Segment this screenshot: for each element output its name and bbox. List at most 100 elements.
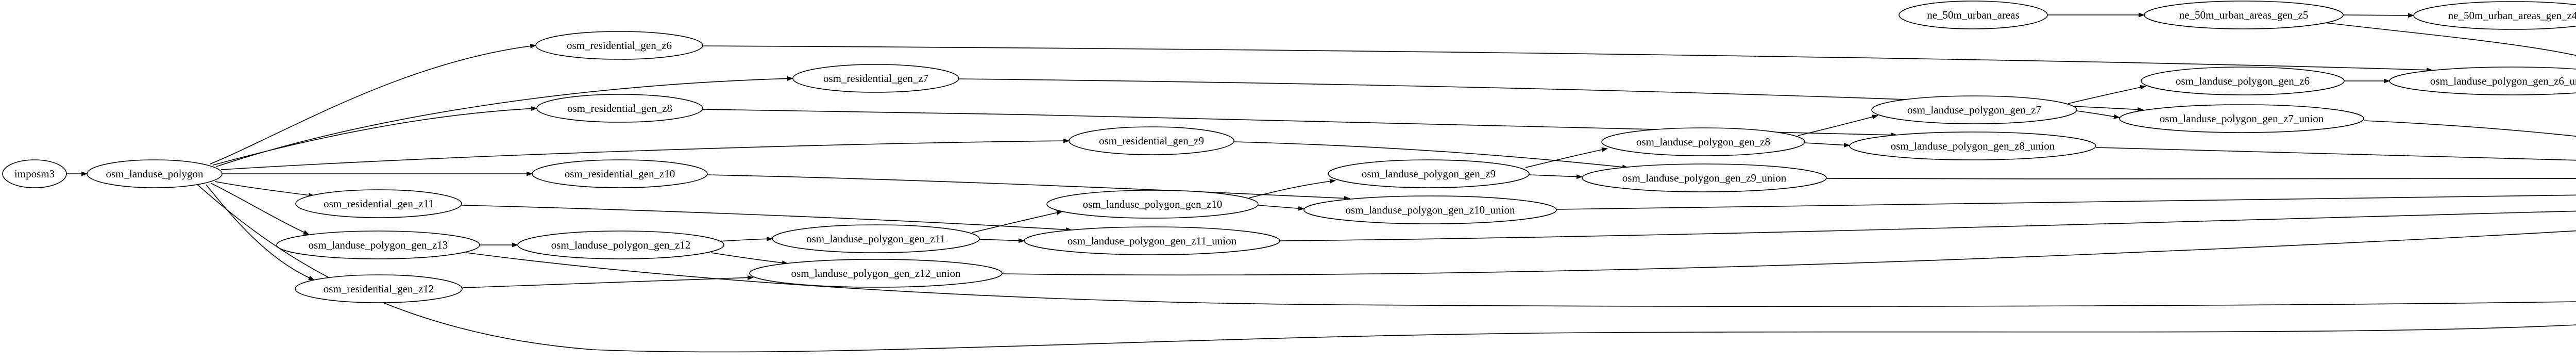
edge-osm_landuse_polygon_gen_z7-osm_landuse_polygon_gen_z7_union [2076, 110, 2120, 119]
edge-osm_landuse_polygon-osm_residential_gen_z6 [210, 43, 536, 164]
node-label-ne_50m_urban_areas_gen_z4: ne_50m_urban_areas_gen_z4 [2448, 9, 2576, 22]
node-label-osm_residential_gen_z8: osm_residential_gen_z8 [567, 102, 672, 114]
node-label-osm_landuse_polygon_gen_z9: osm_landuse_polygon_gen_z9 [1362, 168, 1496, 180]
node-shape-osm_landuse_polygon_gen_z7 [1871, 95, 2077, 124]
node-label-osm_landuse_polygon: osm_landuse_polygon [106, 168, 204, 180]
node-shape-osm_residential_gen_z11 [295, 189, 462, 218]
node-shape-osm_landuse_polygon [87, 159, 223, 188]
node-osm_landuse_polygon_gen_z9_union: osm_landuse_polygon_gen_z9_union [1582, 163, 1827, 192]
node-label-osm_residential_gen_z7: osm_residential_gen_z7 [823, 72, 928, 85]
edge-osm_landuse_polygon-osm_residential_gen_z9 [221, 138, 1070, 170]
node-shape-osm_residential_gen_z9 [1069, 126, 1234, 155]
node-shape-osm_residential_gen_z12 [295, 274, 463, 303]
node-label-osm_residential_gen_z9: osm_residential_gen_z9 [1099, 135, 1204, 147]
node-osm_residential_gen_z9: osm_residential_gen_z9 [1069, 126, 1234, 155]
edge-osm_landuse_polygon_gen_z12-osm_landuse_polygon_gen_z11 [717, 236, 773, 242]
node-label-osm_landuse_polygon_gen_z7_union: osm_landuse_polygon_gen_z7_union [2160, 112, 2324, 125]
node-shape-osm_residential_gen_z10 [532, 159, 708, 188]
node-label-osm_landuse_polygon_gen_z13: osm_landuse_polygon_gen_z13 [309, 239, 448, 251]
node-label-osm_landuse_polygon_gen_z12: osm_landuse_polygon_gen_z12 [551, 239, 691, 251]
node-label-osm_residential_gen_z11: osm_residential_gen_z11 [324, 198, 434, 210]
edge-osm_residential_gen_z9-osm_landuse_polygon_gen_z9_union [1233, 141, 1629, 170]
node-label-osm_landuse_polygon_gen_z11_union: osm_landuse_polygon_gen_z11_union [1067, 235, 1237, 247]
edge-osm_landuse_polygon-osm_landuse_polygon_gen_z13 [210, 183, 310, 235]
node-osm_landuse_polygon_gen_z7_union: osm_landuse_polygon_gen_z7_union [2119, 104, 2364, 133]
edge-osm_landuse_polygon_gen_z10-osm_landuse_polygon_gen_z9 [1248, 179, 1336, 199]
node-osm_landuse_polygon_gen_z6_union: osm_landuse_polygon_gen_z6_union [2389, 67, 2576, 95]
edge-osm_landuse_polygon_gen_z7_union-layer_landuse-z7 [2363, 120, 2576, 137]
node-osm_landuse_polygon_gen_z12_union: osm_landuse_polygon_gen_z12_union [749, 259, 1003, 288]
node-shape-ne_50m_urban_areas_gen_z4 [2413, 1, 2576, 30]
node-shape-imposm3 [2, 159, 67, 188]
node-shape-osm_landuse_polygon_gen_z12_union [749, 259, 1003, 288]
node-shape-osm_residential_gen_z6 [535, 31, 703, 60]
node-label-osm_residential_gen_z10: osm_residential_gen_z10 [565, 168, 675, 180]
node-shape-osm_landuse_polygon_gen_z13 [276, 231, 480, 259]
edge-osm_landuse_polygon-osm_residential_gen_z8 [213, 106, 537, 166]
edge-osm_landuse_polygon_gen_z10-osm_landuse_polygon_gen_z10_union [1258, 205, 1304, 211]
node-shape-osm_landuse_polygon_gen_z6_union [2389, 67, 2576, 95]
node-shape-ne_50m_urban_areas [1899, 1, 2048, 29]
node-shape-osm_residential_gen_z7 [792, 64, 959, 93]
node-ne_50m_urban_areas_gen_z5: ne_50m_urban_areas_gen_z5 [2144, 1, 2344, 29]
edge-osm_landuse_polygon-osm_residential_gen_z12 [206, 184, 315, 281]
node-shape-osm_landuse_polygon_gen_z7_union [2119, 104, 2364, 133]
node-shape-osm_landuse_polygon_gen_z11_union [1024, 226, 1280, 255]
edge-osm_landuse_polygon_gen_z7-osm_landuse_polygon_gen_z6 [2067, 85, 2146, 104]
node-osm_residential_gen_z10: osm_residential_gen_z10 [532, 159, 708, 188]
node-osm_landuse_polygon_gen_z7: osm_landuse_polygon_gen_z7 [1871, 95, 2077, 124]
node-shape-osm_landuse_polygon_gen_z9_union [1582, 163, 1827, 192]
node-ne_50m_urban_areas: ne_50m_urban_areas [1899, 1, 2048, 29]
node-osm_landuse_polygon_gen_z8: osm_landuse_polygon_gen_z8 [1601, 127, 1805, 156]
node-label-osm_residential_gen_z6: osm_residential_gen_z6 [567, 39, 672, 52]
edge-osm_landuse_polygon_gen_z9-osm_landuse_polygon_gen_z9_union [1529, 174, 1583, 179]
node-osm_landuse_polygon_gen_z6: osm_landuse_polygon_gen_z6 [2141, 67, 2345, 95]
edge-osm_landuse_polygon-osm_residential_gen_z11 [214, 181, 315, 198]
nodes-layer: imposm3 osm_landuse_polygon osm_residentia… [2, 1, 2576, 303]
edge-ne_50m_urban_areas_gen_z5-layer_landuse-z5 [2324, 22, 2576, 56]
node-label-osm_landuse_polygon_gen_z7: osm_landuse_polygon_gen_z7 [1907, 104, 2041, 116]
node-shape-osm_landuse_polygon_gen_z10_union [1303, 195, 1557, 224]
edge-osm_residential_gen_z10-osm_landuse_polygon_gen_z10_union [707, 174, 1350, 201]
node-label-osm_landuse_polygon_gen_z10: osm_landuse_polygon_gen_z10 [1083, 198, 1223, 210]
node-osm_landuse_polygon_gen_z12: osm_landuse_polygon_gen_z12 [517, 231, 724, 259]
node-osm_residential_gen_z8: osm_residential_gen_z8 [536, 94, 703, 123]
node-shape-osm_landuse_polygon_gen_z11 [772, 224, 980, 253]
node-label-osm_landuse_polygon_gen_z8_union: osm_landuse_polygon_gen_z8_union [1891, 140, 2055, 152]
node-osm_residential_gen_z7: osm_residential_gen_z7 [792, 64, 959, 93]
node-label-osm_landuse_polygon_gen_z12_union: osm_landuse_polygon_gen_z12_union [791, 267, 961, 279]
node-osm_landuse_polygon_gen_z11_union: osm_landuse_polygon_gen_z11_union [1024, 226, 1280, 255]
node-label-ne_50m_urban_areas: ne_50m_urban_areas [1927, 9, 2020, 21]
edge-osm_landuse_polygon_gen_z8-osm_landuse_polygon_gen_z8_union [1804, 142, 1850, 147]
node-osm_residential_gen_z6: osm_residential_gen_z6 [535, 31, 703, 60]
edge-osm_landuse_polygon_gen_z12-osm_landuse_polygon_gen_z12_union [710, 252, 788, 266]
node-label-osm_landuse_polygon_gen_z10_union: osm_landuse_polygon_gen_z10_union [1346, 204, 1515, 216]
node-osm_landuse_polygon_gen_z13: osm_landuse_polygon_gen_z13 [276, 231, 480, 259]
edge-osm_residential_gen_z11-osm_landuse_polygon_gen_z11_union [461, 205, 1072, 232]
node-label-ne_50m_urban_areas_gen_z5: ne_50m_urban_areas_gen_z5 [2179, 9, 2309, 21]
node-osm_landuse_polygon_gen_z8_union: osm_landuse_polygon_gen_z8_union [1849, 131, 2096, 160]
node-label-osm_landuse_polygon_gen_z6_union: osm_landuse_polygon_gen_z6_union [2430, 75, 2576, 87]
node-shape-osm_landuse_polygon_gen_z12 [517, 231, 724, 259]
node-imposm3: imposm3 [2, 159, 67, 188]
edge-osm_landuse_polygon_gen_z11-osm_landuse_polygon_gen_z10 [972, 210, 1063, 233]
node-shape-osm_landuse_polygon_gen_z8_union [1849, 131, 2096, 160]
edge-osm_landuse_polygon_gen_z8_union-layer_landuse-z8 [2095, 147, 2576, 161]
node-osm_landuse_polygon: osm_landuse_polygon [87, 159, 223, 188]
edge-osm_landuse_polygon-layer_landuse-z14plus [197, 184, 2576, 353]
node-shape-osm_landuse_polygon_gen_z9 [1328, 159, 1530, 188]
node-shape-ne_50m_urban_areas_gen_z5 [2144, 1, 2344, 29]
edge-osm_residential_gen_z6-osm_landuse_polygon_gen_z6_union [702, 45, 2433, 73]
edge-osm_landuse_polygon_gen_z13-layer_landuse-z13 [466, 252, 2576, 307]
edge-osm_landuse_polygon_gen_z11-osm_landuse_polygon_gen_z11_union [979, 238, 1025, 243]
node-osm_residential_gen_z11: osm_residential_gen_z11 [295, 189, 462, 218]
edge-osm_landuse_polygon_gen_z9_union-layer_landuse-z9 [1826, 178, 2576, 179]
node-shape-osm_landuse_polygon_gen_z6 [2141, 67, 2345, 95]
node-osm_landuse_polygon_gen_z11: osm_landuse_polygon_gen_z11 [772, 224, 980, 253]
edge-osm_landuse_polygon-osm_residential_gen_z7 [216, 76, 793, 167]
node-label-imposm3: imposm3 [14, 168, 55, 180]
edge-osm_landuse_polygon_gen_z11_union-layer_landuse-z11 [1279, 210, 2576, 241]
node-ne_50m_urban_areas_gen_z4: ne_50m_urban_areas_gen_z4 [2413, 1, 2576, 30]
